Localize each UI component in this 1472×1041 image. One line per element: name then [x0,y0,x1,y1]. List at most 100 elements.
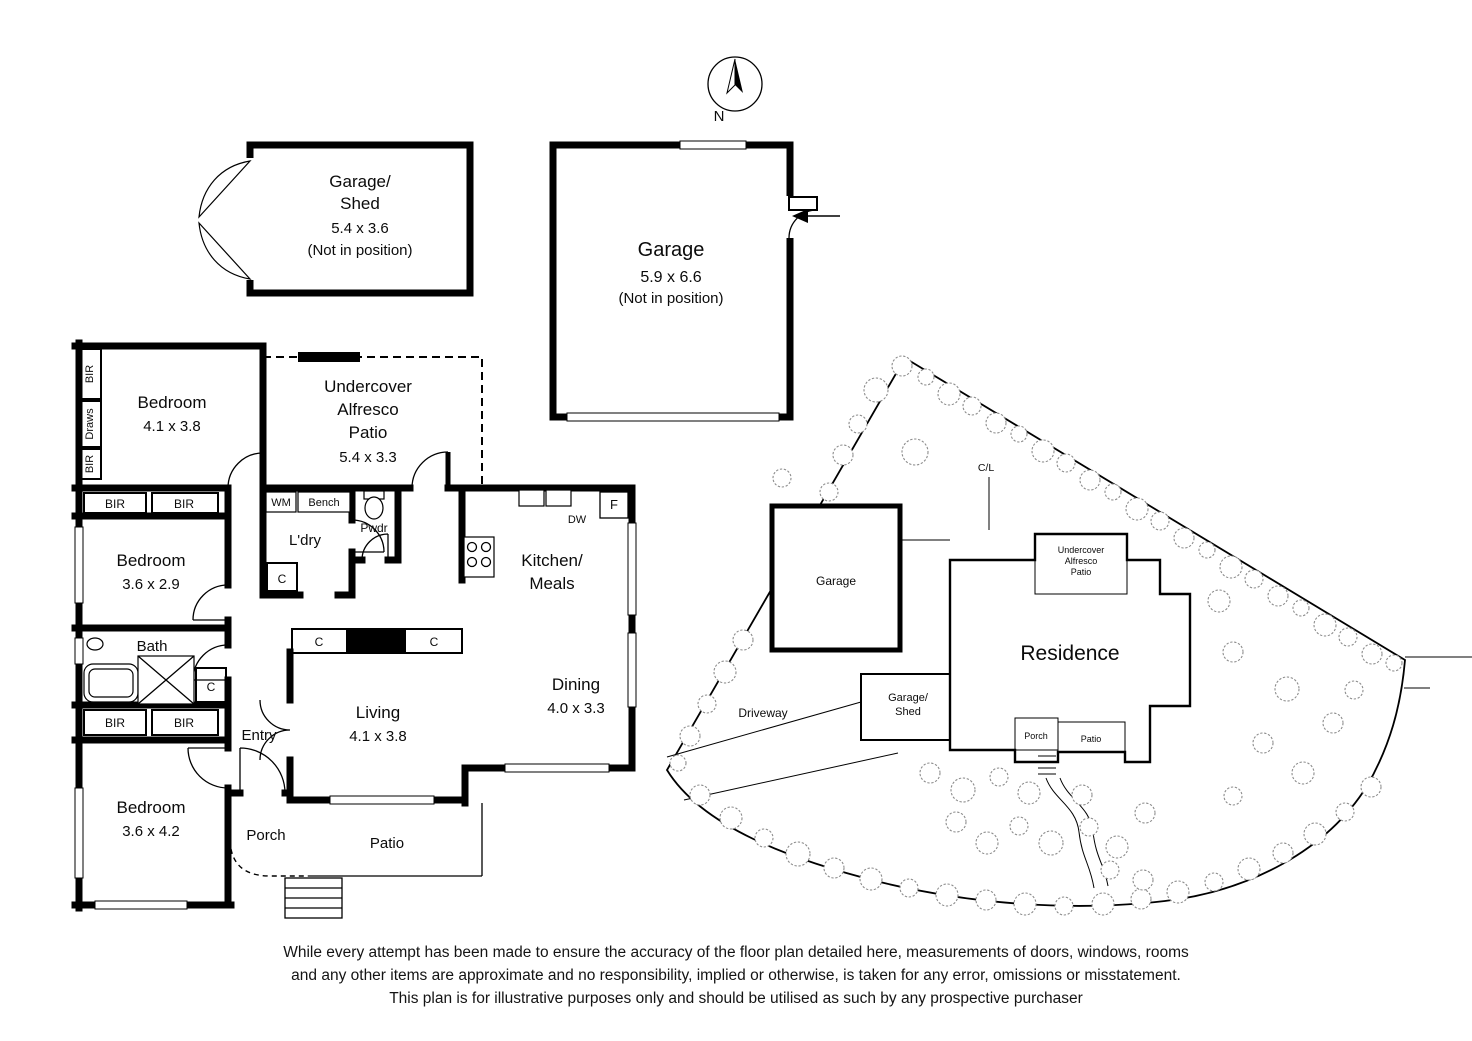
kitchen-label: Kitchen/ [521,551,583,570]
tree-icon [1344,680,1364,700]
garage-label: Garage [638,239,705,261]
tree-icon [935,883,959,907]
window [74,787,84,879]
garage-size: 5.9 x 6.6 [640,269,701,286]
tree-icon [1219,555,1243,579]
basin-icon [86,637,104,651]
tree-icon [1105,835,1129,859]
site-alfresco-label: Alfresco [1065,556,1098,566]
robe-box [83,709,147,736]
stairs-icon [285,887,342,909]
porch-label: Porch [246,827,285,844]
disclaimer: While every attempt has been made to ens… [0,941,1472,1010]
site-patio [1057,721,1126,753]
site-marker-lines [900,477,990,541]
garage-note: (Not in position) [618,290,723,307]
bir-label: BIR [84,455,96,473]
site-residence-label: Residence [1020,642,1119,665]
tree-icon [1100,860,1120,880]
bedroom1-label: Bedroom [138,393,207,412]
tree-icon [1207,589,1231,613]
north-label: N [714,108,725,125]
alfresco-label: Undercover [324,377,412,396]
sink-icon [518,489,545,507]
site-porch-label: Porch [1024,731,1048,741]
tree-icon [1150,511,1170,531]
site-driveway-label: Driveway [738,706,787,720]
stove-burner-icon [480,556,492,568]
toilet-icon [364,496,384,520]
tree-icon [1291,761,1315,785]
tree-icon [1223,786,1243,806]
powder-label: Pwdr [360,521,387,535]
tree-icon [1125,497,1149,521]
bir-label: BIR [174,497,194,511]
patio-boundary [308,803,483,877]
garage-shed-walls [246,141,474,297]
site-patio-label: Patio [1081,734,1102,744]
door-leaf [198,221,252,280]
robe-box [151,492,219,514]
disclaimer-line: This plan is for illustrative purposes o… [389,990,1083,1007]
tree-icon [945,811,967,833]
tree-icon [975,831,999,855]
draws-label: Draws [84,408,96,440]
sink-icon [545,489,572,507]
bir-row-bottom: BIR BIR [83,709,219,736]
bench-label: Bench [308,497,339,509]
tree-icon [1079,817,1099,837]
site-alfresco-label: Undercover [1058,545,1105,555]
tree-icon [1237,857,1261,881]
fireplace-icon [348,629,404,653]
living-size: 4.1 x 3.8 [349,728,407,745]
porch-boundary [229,795,308,877]
kitchen-label: Meals [529,574,574,593]
cupboard-label: C [207,680,216,694]
disclaimer-line: and any other items are approximate and … [291,967,1181,984]
alfresco-wall-segment [298,352,360,362]
garage-shed-outbuilding: Garage/ Shed 5.4 x 3.6 (Not in position) [198,141,474,297]
tree-icon [1134,802,1156,824]
tree-icon [1252,732,1274,754]
tree-icon [1038,830,1064,856]
laundry-area: WM Bench Pwdr L'dry C [265,490,388,592]
site-crossing-label: C/L [978,462,995,474]
entry-label: Entry [241,727,277,744]
door-opening [786,196,794,238]
tree-icon [1244,569,1264,589]
tree-icon [859,867,883,891]
tree-icon [1054,896,1074,916]
bir-row-top: BIR BIR [83,492,219,514]
alfresco-label: Alfresco [337,400,398,419]
site-walkway [1045,777,1095,889]
tree-icon [1132,869,1154,891]
laundry-label: L'dry [289,532,322,549]
garage-shed-label: Shed [340,194,380,213]
tree-icon [1267,585,1289,607]
fridge-box [599,491,629,519]
washing-machine-icon [265,491,297,513]
tree-icon [1338,627,1358,647]
cupboard-box [266,562,298,592]
site-steps [1038,755,1056,775]
robe-box [78,400,102,448]
disclaimer-line: While every attempt has been made to ens… [283,944,1189,961]
tree-icon [919,762,941,784]
tree-icon [891,355,913,377]
tree-icon [732,629,754,651]
door-leaf [198,160,252,219]
tree-icon [689,784,711,806]
tree-icon [1313,613,1337,637]
living-label: Living [356,703,400,722]
stove-icon [463,536,495,578]
garage-shed-note: (Not in position) [307,242,412,259]
patio-label: Patio [370,835,404,852]
tree-icon [917,368,935,386]
door-arcs [187,451,449,794]
tree-icon [1173,527,1195,549]
tree-icon [901,438,929,466]
tree-icon [697,694,717,714]
tree-icon [848,414,868,434]
tree-icon [823,857,845,879]
bedroom3-label: Bedroom [117,798,186,817]
